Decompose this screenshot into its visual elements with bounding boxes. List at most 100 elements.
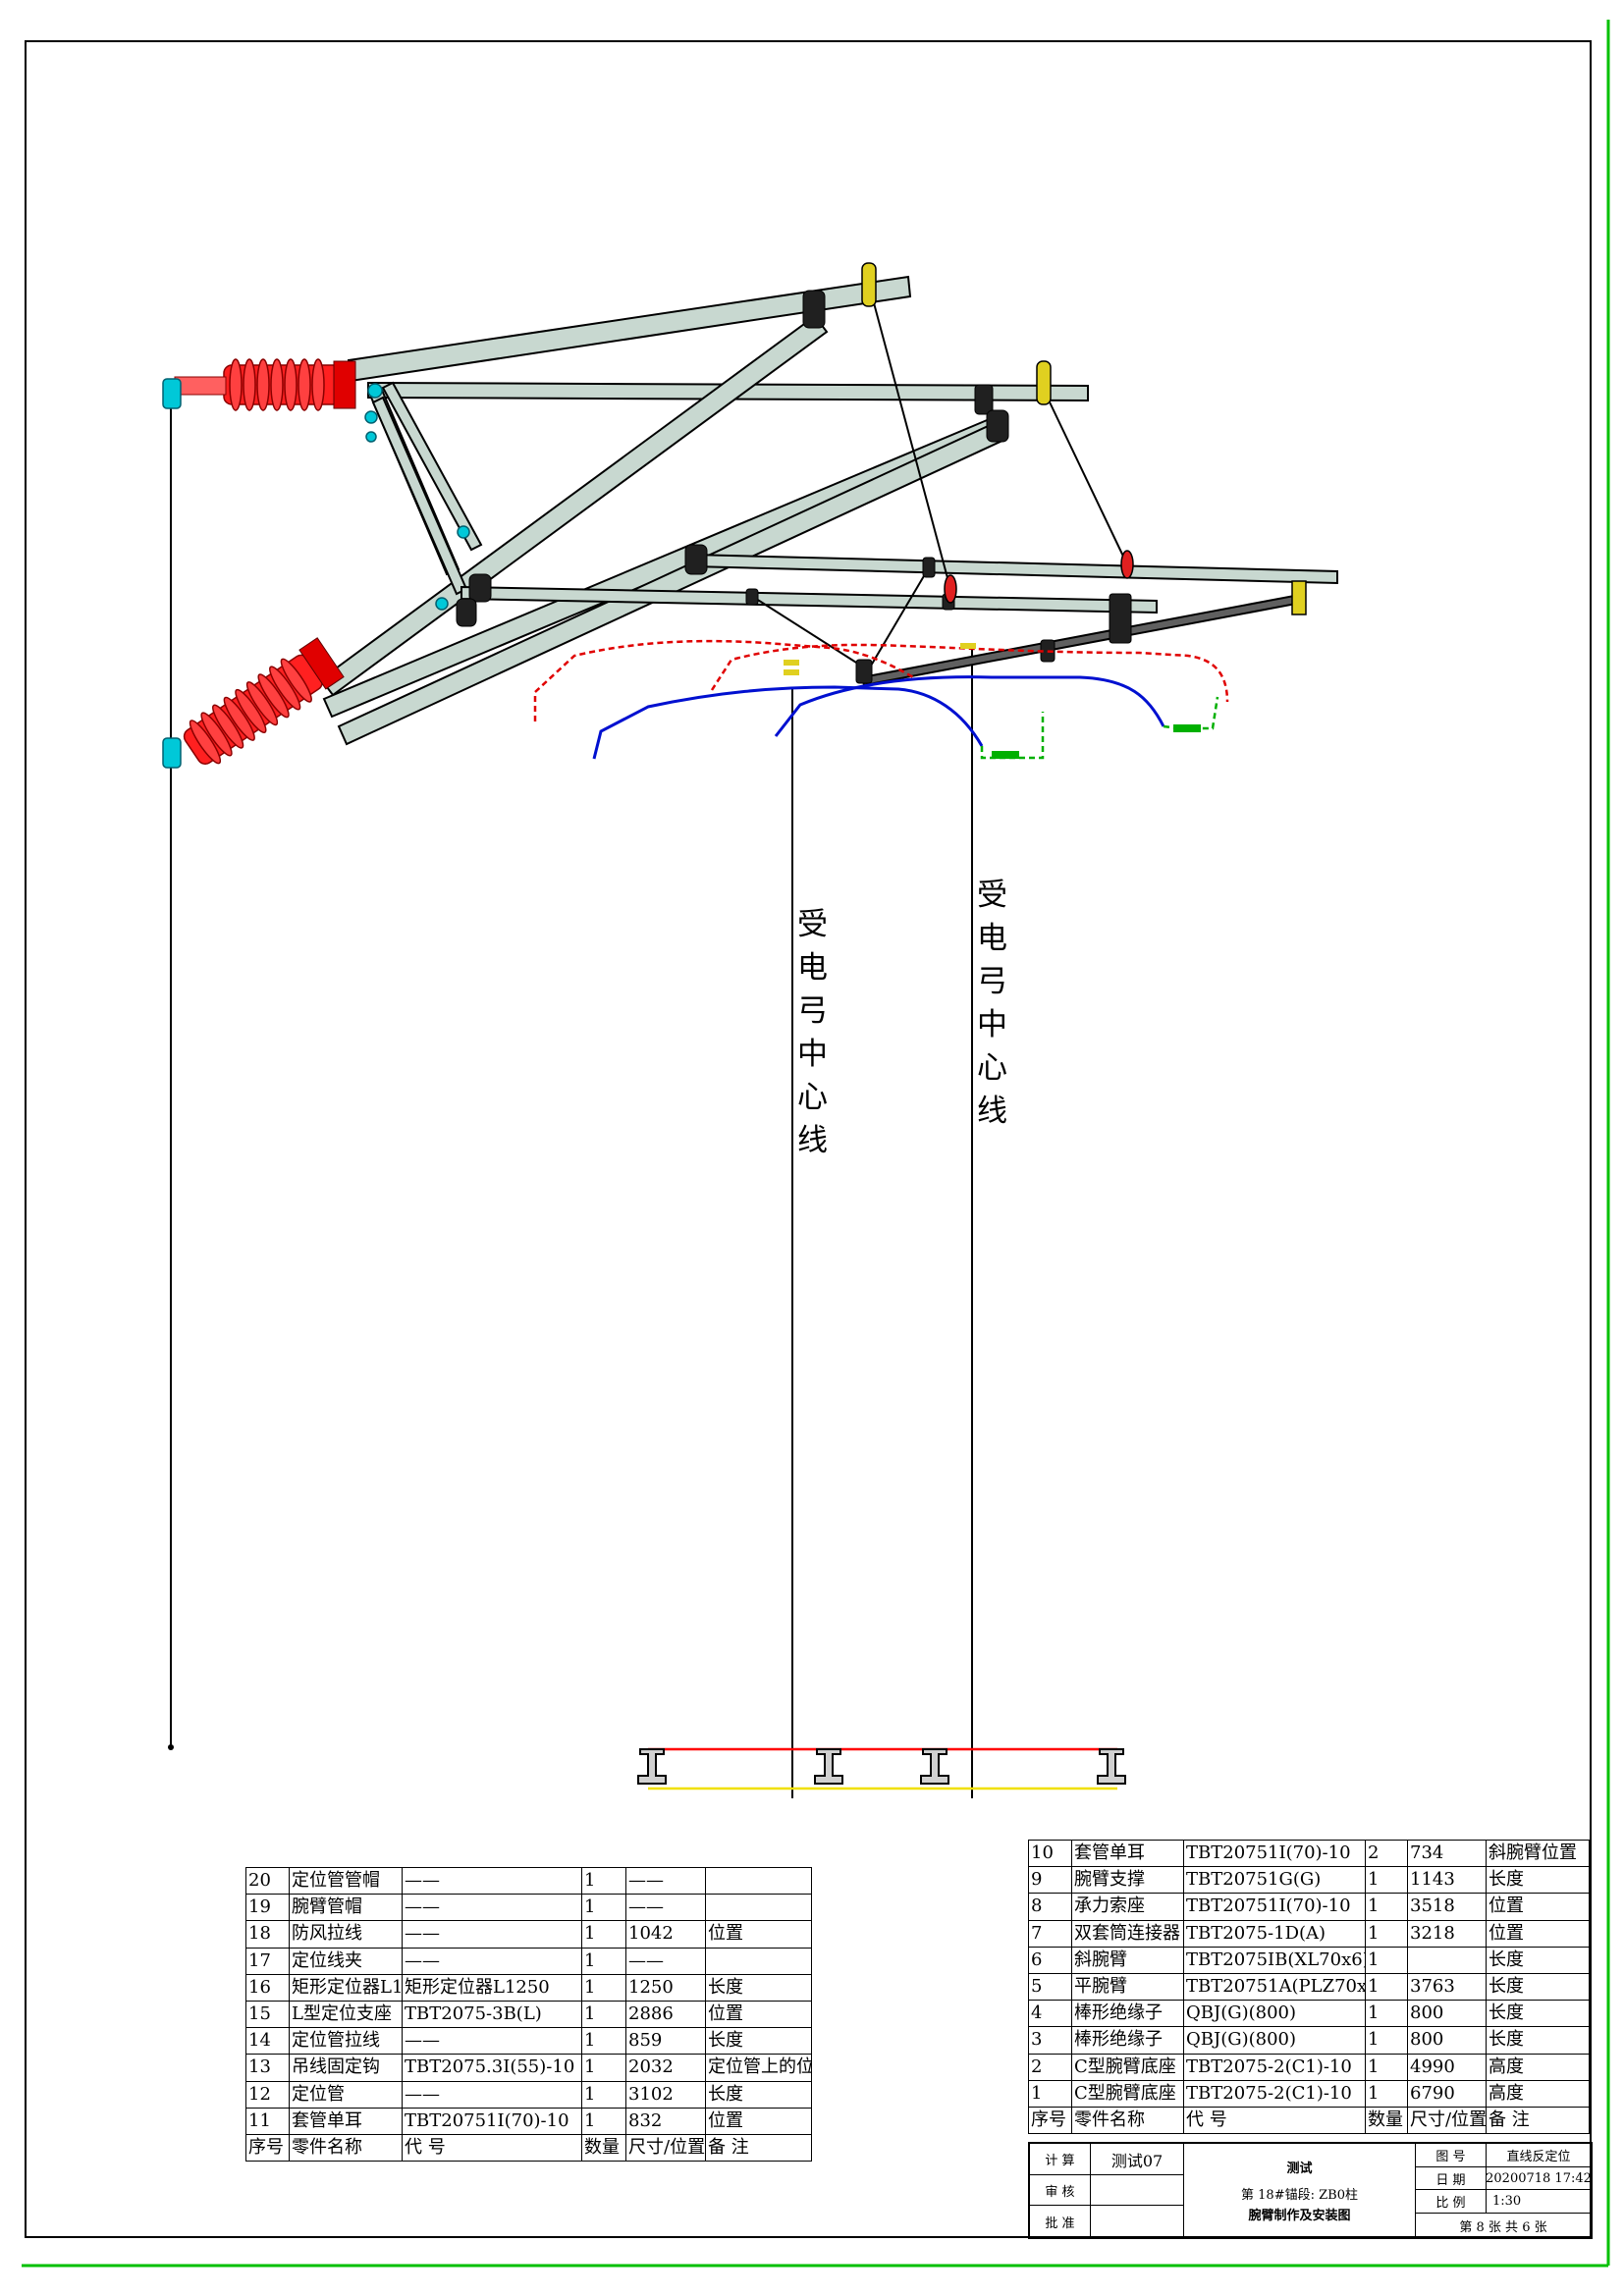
bom-cell-code: TBT20751I(70)-10 [1183,1839,1366,1868]
bom-cell-note: 长度 [705,1973,812,2002]
mast-bottom-point [168,1744,174,1750]
clearance-marker-1 [992,751,1019,759]
bom-cell-no: 7 [1028,1919,1072,1948]
review-label: 审 核 [1030,2175,1091,2206]
centerline-2-char: 心 [977,1050,1007,1086]
bom-cell-note: 位置 [705,2107,812,2135]
bom-cell-dim: —— [625,1894,706,1922]
bom-cell-note: 长度 [1486,1972,1590,2002]
drawing-frame [25,40,1592,2238]
bom-cell-code: TBT2075-3B(L) [402,2000,582,2029]
bom-cell-note: 定位管上的位置 [705,2054,812,2082]
bom-cell-dim: 859 [625,2027,706,2056]
registration-tube-lower [460,585,1158,614]
bom-cell-no: 19 [245,1894,290,1922]
bom-cell-dim: 2886 [625,2000,706,2029]
messenger-saddles [861,262,1307,615]
bom-cell-dim: 1250 [625,1973,706,2002]
bom-cell-note: 长度 [1486,2026,1590,2055]
scale-value: 1:30 [1487,2190,1591,2214]
bom-cell-qty: 1 [581,2027,626,2056]
bom-cell-note [705,1866,812,1896]
bom-cell-no: 8 [1028,1893,1072,1921]
bom-cell-dim [1407,1946,1487,1974]
bom-cell-no: 1 [1028,2079,1072,2108]
bom-cell-qty: 1 [581,2000,626,2029]
bom-cell-no: 20 [245,1866,290,1896]
review-value [1091,2175,1184,2206]
bom-cell-code: —— [402,1866,582,1896]
centerline-1-char: 电 [797,950,828,986]
messenger-hanger-wire [868,284,951,590]
green-clearance-1 [980,712,1045,760]
pantograph-envelope-red-1 [533,639,914,721]
upper-insulator [174,358,356,411]
bom-cell-no: 14 [245,2027,290,2056]
centerline-1-char: 心 [797,1080,828,1115]
bom-cell-dim: 832 [625,2107,706,2135]
bom-cell-note [705,1894,812,1922]
bom-cell-name: 矩形定位器L1250 [289,1973,403,2002]
bom-cell-code: 代 号 [1183,2106,1366,2135]
centerline-1-char: 中 [797,1037,828,1072]
date-value: 20200718 17:42 [1487,2167,1591,2190]
bom-cell-name: 定位管拉线 [289,2027,403,2056]
bom-cell-qty: 1 [581,1947,626,1975]
bom-cell-qty: 2 [1365,1839,1408,1868]
bom-cell-code: —— [402,1947,582,1975]
bom-cell-no: 18 [245,1920,290,1949]
bom-cell-dim: 3763 [1407,1972,1487,2002]
contact-point-markers [784,643,976,675]
registration-stay-wire [1042,387,1128,565]
bom-cell-qty: 1 [1365,2026,1408,2055]
bom-cell-no: 5 [1028,1972,1072,2002]
bom-cell-note: 位置 [1486,1893,1590,1921]
bom-cell-qty: 1 [1365,1893,1408,1921]
project-name: 测试 [1286,2162,1313,2176]
bom-cell-qty: 1 [1365,1972,1408,2002]
calc-value: 测试07 [1091,2144,1184,2175]
bom-cell-note [705,1947,812,1975]
bom-cell-note: 位置 [705,1920,812,1949]
bom-cell-no: 9 [1028,1866,1072,1895]
bom-cell-code: TBT20751G(G) [1183,1866,1366,1895]
bom-cell-dim: —— [625,1866,706,1896]
centerline-2-char: 中 [977,1007,1007,1042]
bom-cell-no: 11 [245,2107,290,2135]
calc-label: 计 算 [1030,2144,1091,2175]
bom-cell-name: 套管单耳 [1071,1839,1184,1868]
bom-cell-name: 零件名称 [1071,2106,1184,2135]
dropper-line-1 [752,596,865,668]
bom-cell-note: 高度 [1486,2053,1590,2081]
bom-cell-qty: 1 [581,1973,626,2002]
bom-cell-note: 备 注 [1486,2106,1590,2135]
centerline-label-1: 受 电 弓 中 心 线 [797,907,828,1158]
centerline-1-char: 线 [797,1123,828,1158]
bom-cell-name: 承力索座 [1071,1893,1184,1921]
bom-cell-qty: 1 [581,1920,626,1949]
bom-cell-no: 12 [245,2080,290,2109]
bom-cell-code: TBT20751A(PLZ70x6)-10 [1183,1972,1366,2002]
bom-cell-qty: 1 [1365,1946,1408,1974]
bom-cell-code: —— [402,1920,582,1949]
bom-cell-qty: 1 [1365,2000,1408,2028]
bom-cell-note: 长度 [705,2080,812,2109]
bom-cell-note: 斜腕臂位置 [1486,1839,1590,1868]
bom-cell-code: TBT20751I(70)-10 [402,2107,582,2135]
bom-cell-no: 10 [1028,1839,1072,1868]
bom-cell-no: 序号 [245,2133,290,2163]
bom-cell-name: 防风拉线 [289,1920,403,1949]
bom-cell-code: 代 号 [402,2133,582,2163]
bom-cell-note: 长度 [1486,2000,1590,2028]
